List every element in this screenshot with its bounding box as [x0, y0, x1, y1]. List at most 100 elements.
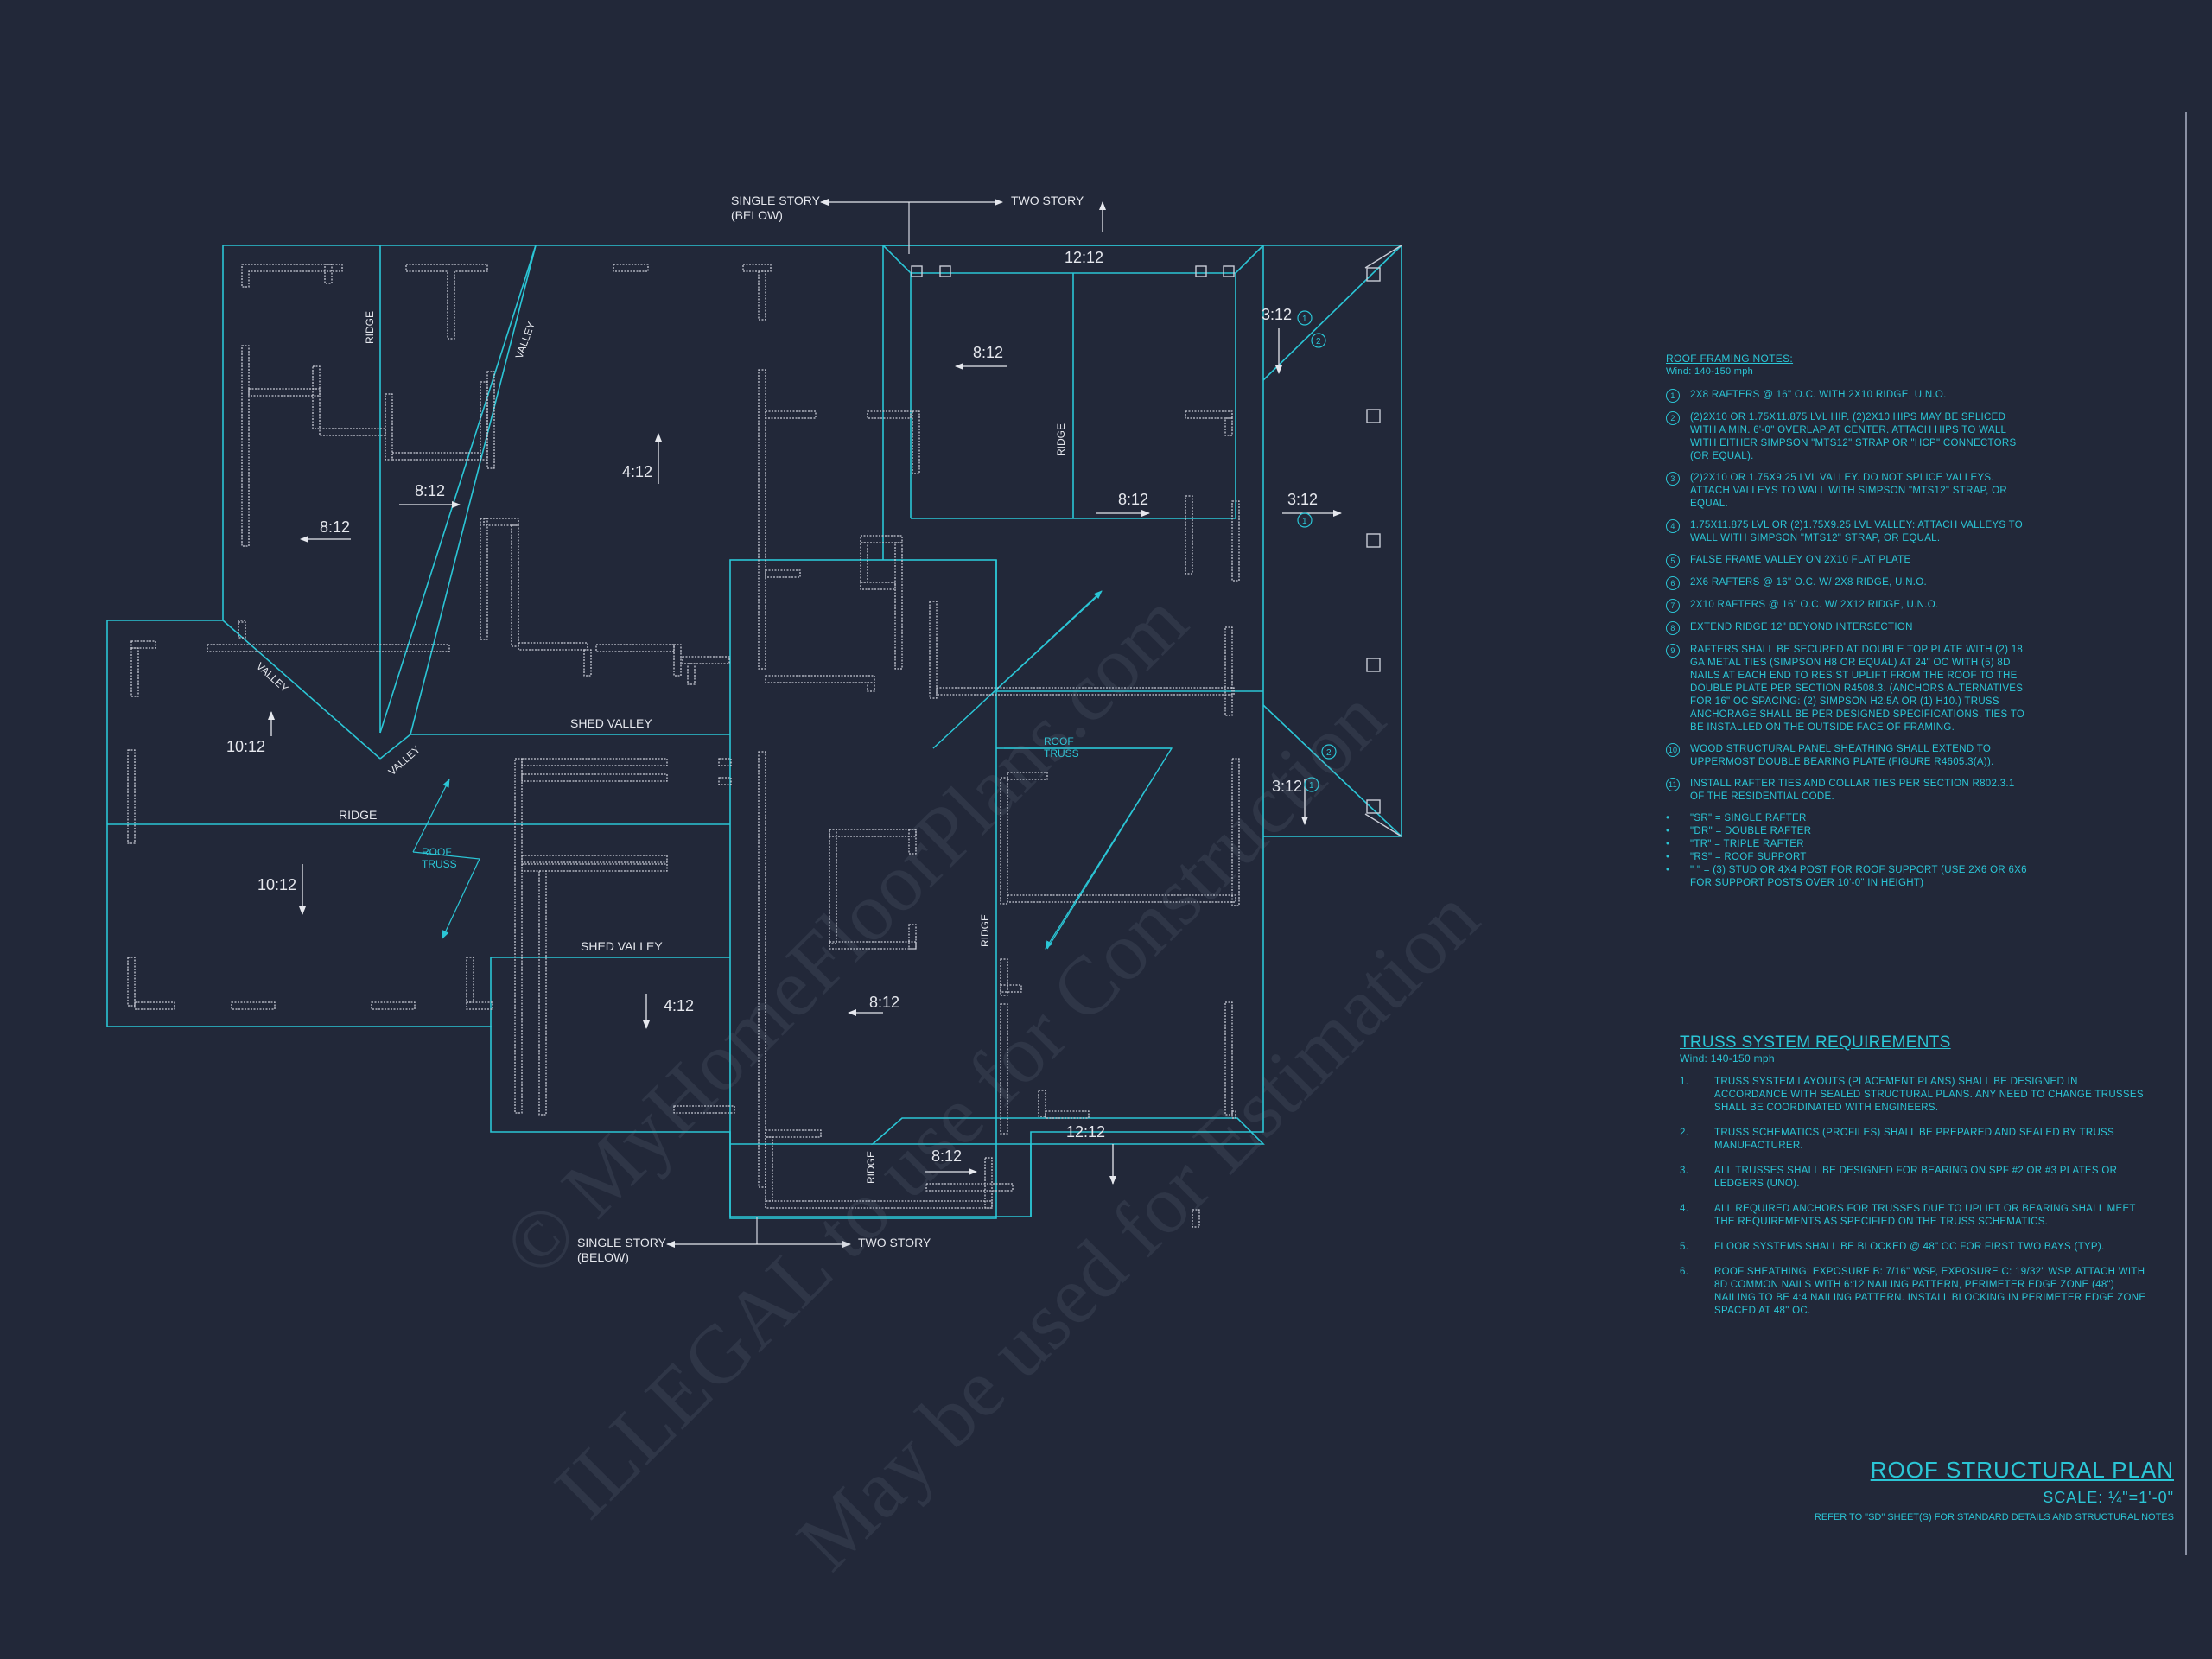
below-label-bottom: (BELOW) — [577, 1250, 629, 1264]
framing-legend-item: • " " = (3) stud or 4x4 post for roof sup… — [1666, 864, 2029, 890]
bullet-icon: • — [1666, 826, 1670, 836]
truss-requirement-item: 4.All required anchors for trusses due t… — [1680, 1203, 2146, 1229]
framing-note-item: 8 Extend ridge 12" beyond intersection — [1666, 621, 2029, 635]
pitch-right-mid: 8:12 — [1118, 491, 1148, 508]
framing-note-text: Install rafter ties and collar ties per … — [1690, 779, 2015, 802]
framing-note-number: 5 — [1666, 554, 1680, 568]
single-story-label-top: SINGLE STORY — [731, 194, 821, 207]
framing-note-item: 7 2x10 rafters @ 16" O.C. w/ 2x12 ridge, … — [1666, 599, 2029, 613]
two-story-label-top: TWO STORY — [1011, 194, 1084, 207]
callout-1-b: 1 — [1302, 517, 1307, 526]
framing-legend-text: "SR" = single rafter — [1690, 813, 1807, 823]
framing-note-text: 2x8 rafters @ 16" O.C. with 2x10 ridge, … — [1690, 390, 1947, 400]
pitch-right-bottom: 3:12 — [1272, 778, 1302, 795]
pitch-center-left: 4:12 — [622, 463, 652, 480]
pitch-right-top: 3:12 — [1262, 306, 1292, 323]
roof-support-posts — [911, 245, 1402, 837]
ridge-label-center: RIDGE — [979, 914, 991, 947]
ridge-label-bottom: RIDGE — [865, 1151, 877, 1184]
bullet-icon: • — [1666, 865, 1670, 875]
truss-requirement-text: All trusses shall be designed for bearin… — [1714, 1166, 2118, 1189]
ridge-label-left-wing: RIDGE — [339, 808, 377, 822]
truss-requirement-item: 5. Floor systems shall be blocked @ 48" O… — [1680, 1241, 2146, 1254]
truss-requirement-text: Floor systems shall be blocked @ 48" OC … — [1714, 1242, 2105, 1252]
sheet-scale: SCALE: ¼"=1'-0" — [2043, 1489, 2174, 1506]
framing-note-item: 41.75x11.875 LVL or (2)1.75x9.25 LVL val… — [1666, 519, 2029, 545]
truss-requirement-item: 3.All trusses shall be designed for bear… — [1680, 1165, 2146, 1191]
pitch-left-wing-lower: 10:12 — [257, 876, 296, 893]
truss-requirement-item: 2.Truss schematics (profiles) shall be p… — [1680, 1127, 2146, 1153]
truss-requirement-number: 1. — [1680, 1077, 1689, 1087]
framing-note-number: 6 — [1666, 576, 1680, 590]
bullet-icon: • — [1666, 839, 1670, 849]
framing-note-text: (2)2x10 or 1.75x9.25 LVL valley. Do not … — [1690, 473, 2008, 509]
framing-note-item: 10 Wood structural panel sheathing shall … — [1666, 743, 2029, 769]
framing-note-text: False frame valley on 2x10 flat plate — [1690, 555, 1911, 565]
pitch-left-mid: 8:12 — [415, 482, 445, 499]
framing-legend-text: " " = (3) stud or 4x4 post for roof supp… — [1690, 865, 2027, 888]
pitch-left-wing-upper: 10:12 — [226, 738, 265, 755]
ridge-label-left: RIDGE — [364, 311, 376, 344]
shed-valley-label-lower: SHED VALLEY — [581, 939, 663, 953]
framing-note-item: 1 2x8 rafters @ 16" O.C. with 2x10 ridge,… — [1666, 389, 2029, 403]
framing-note-number: 2 — [1666, 411, 1680, 425]
framing-legend-text: "DR" = double rafter — [1690, 826, 1812, 836]
framing-note-text: (2)2x10 or 1.75x11.875 LVL hip. (2)2x10 … — [1690, 412, 2017, 461]
truss-requirement-text: Truss system layouts (placement plans) s… — [1714, 1077, 2144, 1113]
truss-requirement-item: 1. Truss system layouts (placement plans)… — [1680, 1076, 2146, 1115]
truss-requirement-item: 6.Roof sheathing: exposure B: 7/16" WSP,… — [1680, 1266, 2146, 1318]
roof-truss-label-right-1: ROOF — [1044, 735, 1074, 747]
framing-note-text: 2x6 rafters @ 16" O.C. w/ 2x8 ridge, U.N… — [1690, 577, 1928, 588]
walls — [127, 264, 1240, 1228]
callout-1-c: 1 — [1309, 781, 1314, 791]
bullet-icon: • — [1666, 813, 1670, 823]
callout-1-a: 1 — [1302, 315, 1307, 324]
sheet-reference: REFER TO "SD" SHEET(S) FOR STANDARD DETA… — [1814, 1512, 2174, 1522]
roof-truss-label-right-2: TRUSS — [1044, 747, 1079, 760]
framing-legend-item: •"RS" = roof support — [1666, 851, 2029, 864]
truss-wind: Wind: 140-150 mph — [1680, 1052, 1775, 1065]
pitch-right-side: 3:12 — [1287, 491, 1318, 508]
framing-legend-item: • "SR" = single rafter — [1666, 812, 2029, 825]
plan-annotations: SINGLE STORY (BELOW) TWO STORY SINGLE ST… — [226, 194, 1342, 1264]
bullet-icon: • — [1666, 852, 1670, 862]
framing-note-number: 1 — [1666, 389, 1680, 403]
roof-truss-label-left-1: ROOF — [422, 846, 452, 858]
title-block: ROOF STRUCTURAL PLAN SCALE: ¼"=1'-0" REF… — [1815, 1457, 2174, 1522]
framing-note-item: 6 2x6 rafters @ 16" O.C. w/ 2x8 ridge, U.… — [1666, 576, 2029, 590]
framing-legend-item: • "TR" = triple rafter — [1666, 838, 2029, 851]
truss-requirement-number: 5. — [1680, 1242, 1689, 1252]
truss-requirement-text: Truss schematics (profiles) shall be pre… — [1714, 1128, 2115, 1151]
framing-notes-heading: ROOF FRAMING NOTES: — [1666, 353, 1794, 365]
framing-note-number: 9 — [1666, 644, 1680, 658]
pitch-lower-center: 8:12 — [869, 994, 899, 1011]
valley-label-lower: VALLEY — [386, 743, 423, 778]
truss-requirement-text: All required anchors for trusses due to … — [1714, 1204, 2136, 1227]
framing-note-number: 8 — [1666, 621, 1680, 635]
pitch-bottom-porch: 8:12 — [931, 1147, 962, 1165]
pitch-left: 8:12 — [320, 518, 350, 536]
framing-legend-item: • "DR" = double rafter — [1666, 825, 2029, 838]
framing-note-text: Rafters shall be secured at double top p… — [1690, 645, 2025, 733]
sheet-title: ROOF STRUCTURAL PLAN — [1870, 1457, 2174, 1483]
valley-label-left: VALLEY — [254, 660, 290, 695]
roof-outline — [106, 245, 1402, 1219]
roof-truss-label-left-2: TRUSS — [422, 858, 457, 870]
framing-legend-text: "TR" = triple rafter — [1690, 839, 1804, 849]
shed-valley-label-upper: SHED VALLEY — [570, 716, 652, 730]
framing-note-text: 2x10 rafters @ 16" O.C. w/ 2x12 ridge, U… — [1690, 600, 1939, 610]
truss-requirement-number: 6. — [1680, 1267, 1689, 1277]
framing-note-text: Extend ridge 12" beyond intersection — [1690, 622, 1913, 632]
callout-2-b: 2 — [1326, 748, 1332, 758]
framing-note-number: 11 — [1666, 778, 1680, 791]
pitch-top: 12:12 — [1065, 249, 1103, 266]
framing-note-number: 10 — [1666, 743, 1680, 757]
single-story-label-bottom: SINGLE STORY — [577, 1236, 667, 1249]
framing-note-text: Wood structural panel sheathing shall ex… — [1690, 744, 1994, 767]
framing-note-item: 11 Install rafter ties and collar ties pe… — [1666, 778, 2029, 804]
framing-note-number: 7 — [1666, 599, 1680, 613]
framing-notes-wind: Wind: 140-150 mph — [1666, 366, 1754, 377]
framing-note-number: 3 — [1666, 472, 1680, 486]
